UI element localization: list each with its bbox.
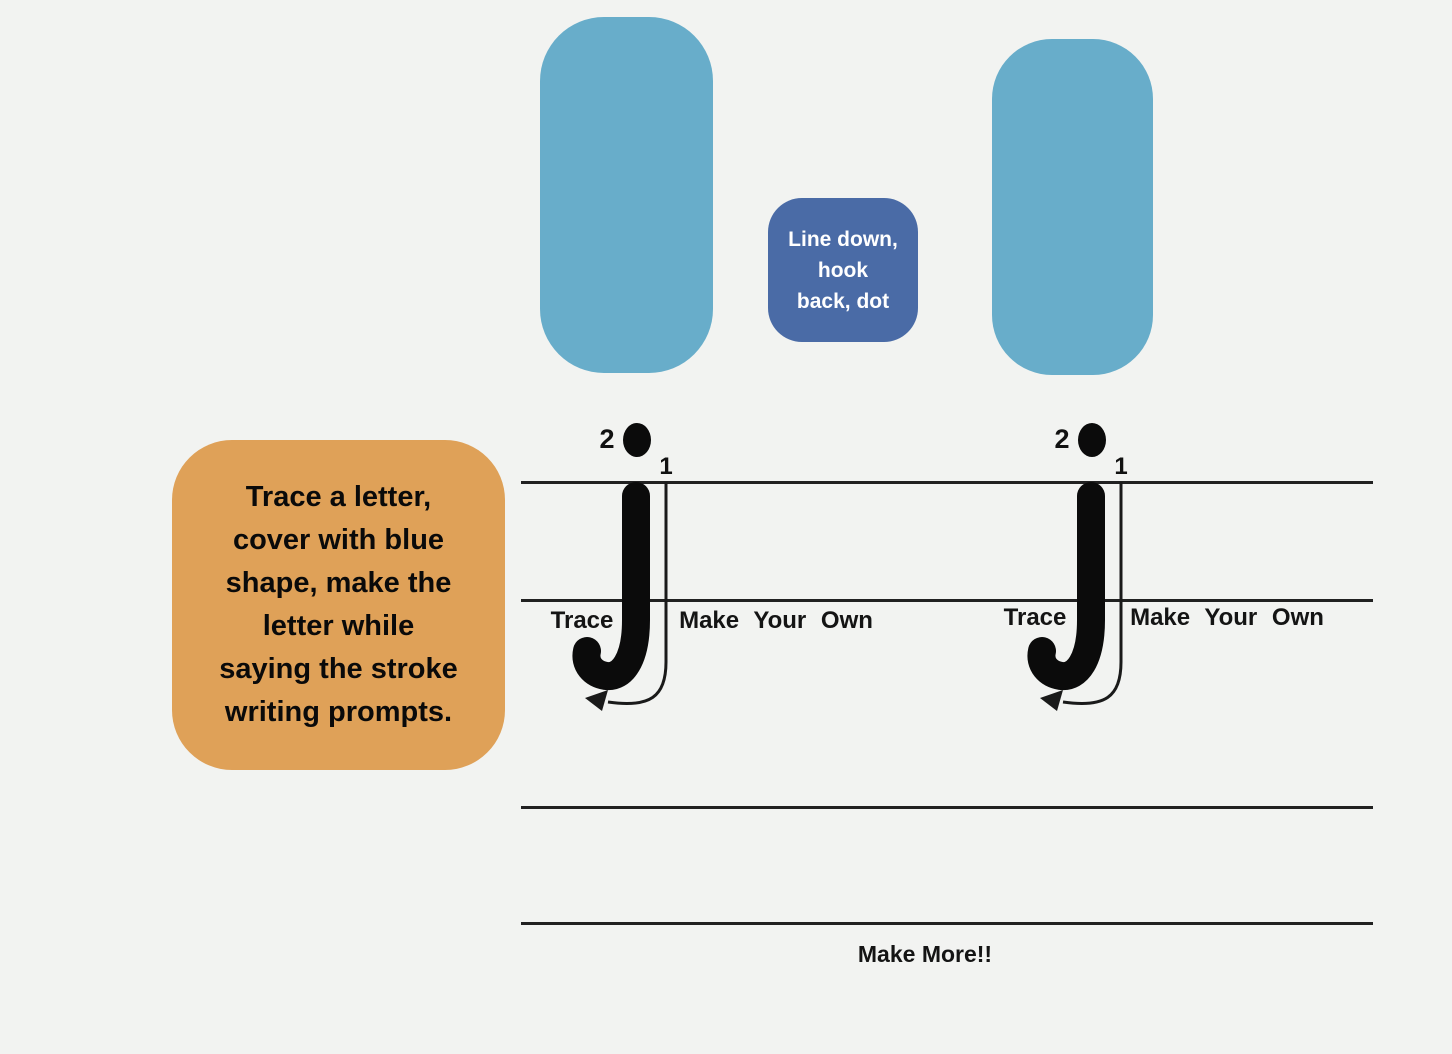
stroke-number-2: 2 [1054,424,1069,454]
instruction-line: saying the stroke [219,653,458,685]
writing-line-base-1 [521,599,1373,602]
make-more-label: Make More!! [857,941,993,967]
blue-cover-shape-1[interactable] [540,17,713,373]
stroke-number-2: 2 [599,424,614,454]
stroke-arrowhead-icon [585,690,608,711]
trace-label-1: Trace [550,607,614,634]
trace-label-2: Trace [1003,604,1067,631]
instruction-line: Trace a letter, [245,481,432,513]
letter-j-dot [1078,423,1106,457]
letter-j-dot [623,423,651,457]
instruction-line: letter while [262,610,415,642]
letter-j-glyph [1027,482,1105,691]
stroke-number-1: 1 [1114,453,1127,480]
writing-line-base-2 [521,922,1373,925]
letter-j-stroke-guide-2: 2 1 [1027,423,1128,711]
instruction-line: writing prompts. [224,696,453,728]
stroke-prompt-line: Line down, [788,227,898,251]
stroke-prompt-line: back, dot [796,289,890,313]
letter-j-glyph [572,482,650,691]
instruction-line: shape, make the [225,567,452,599]
writing-line-top-1 [521,481,1373,484]
stroke-prompt-card: Line down, hook back, dot [768,198,918,342]
stroke-direction-line [607,482,668,706]
stroke-prompt-line: hook [817,258,869,282]
writing-line-top-2 [521,806,1373,809]
stroke-direction-line [1062,482,1123,706]
letter-j-stroke-guide-1: 2 1 [572,423,673,711]
stroke-arrowhead-icon [1040,690,1063,711]
instruction-line: cover with blue [232,524,445,556]
stroke-number-1: 1 [659,453,672,480]
blue-cover-shape-2[interactable] [992,39,1153,375]
make-your-own-label-2: Make Your Own [1130,604,1324,631]
instruction-card: Trace a letter, cover with blue shape, m… [172,440,505,770]
make-your-own-label-1: Make Your Own [679,607,873,634]
